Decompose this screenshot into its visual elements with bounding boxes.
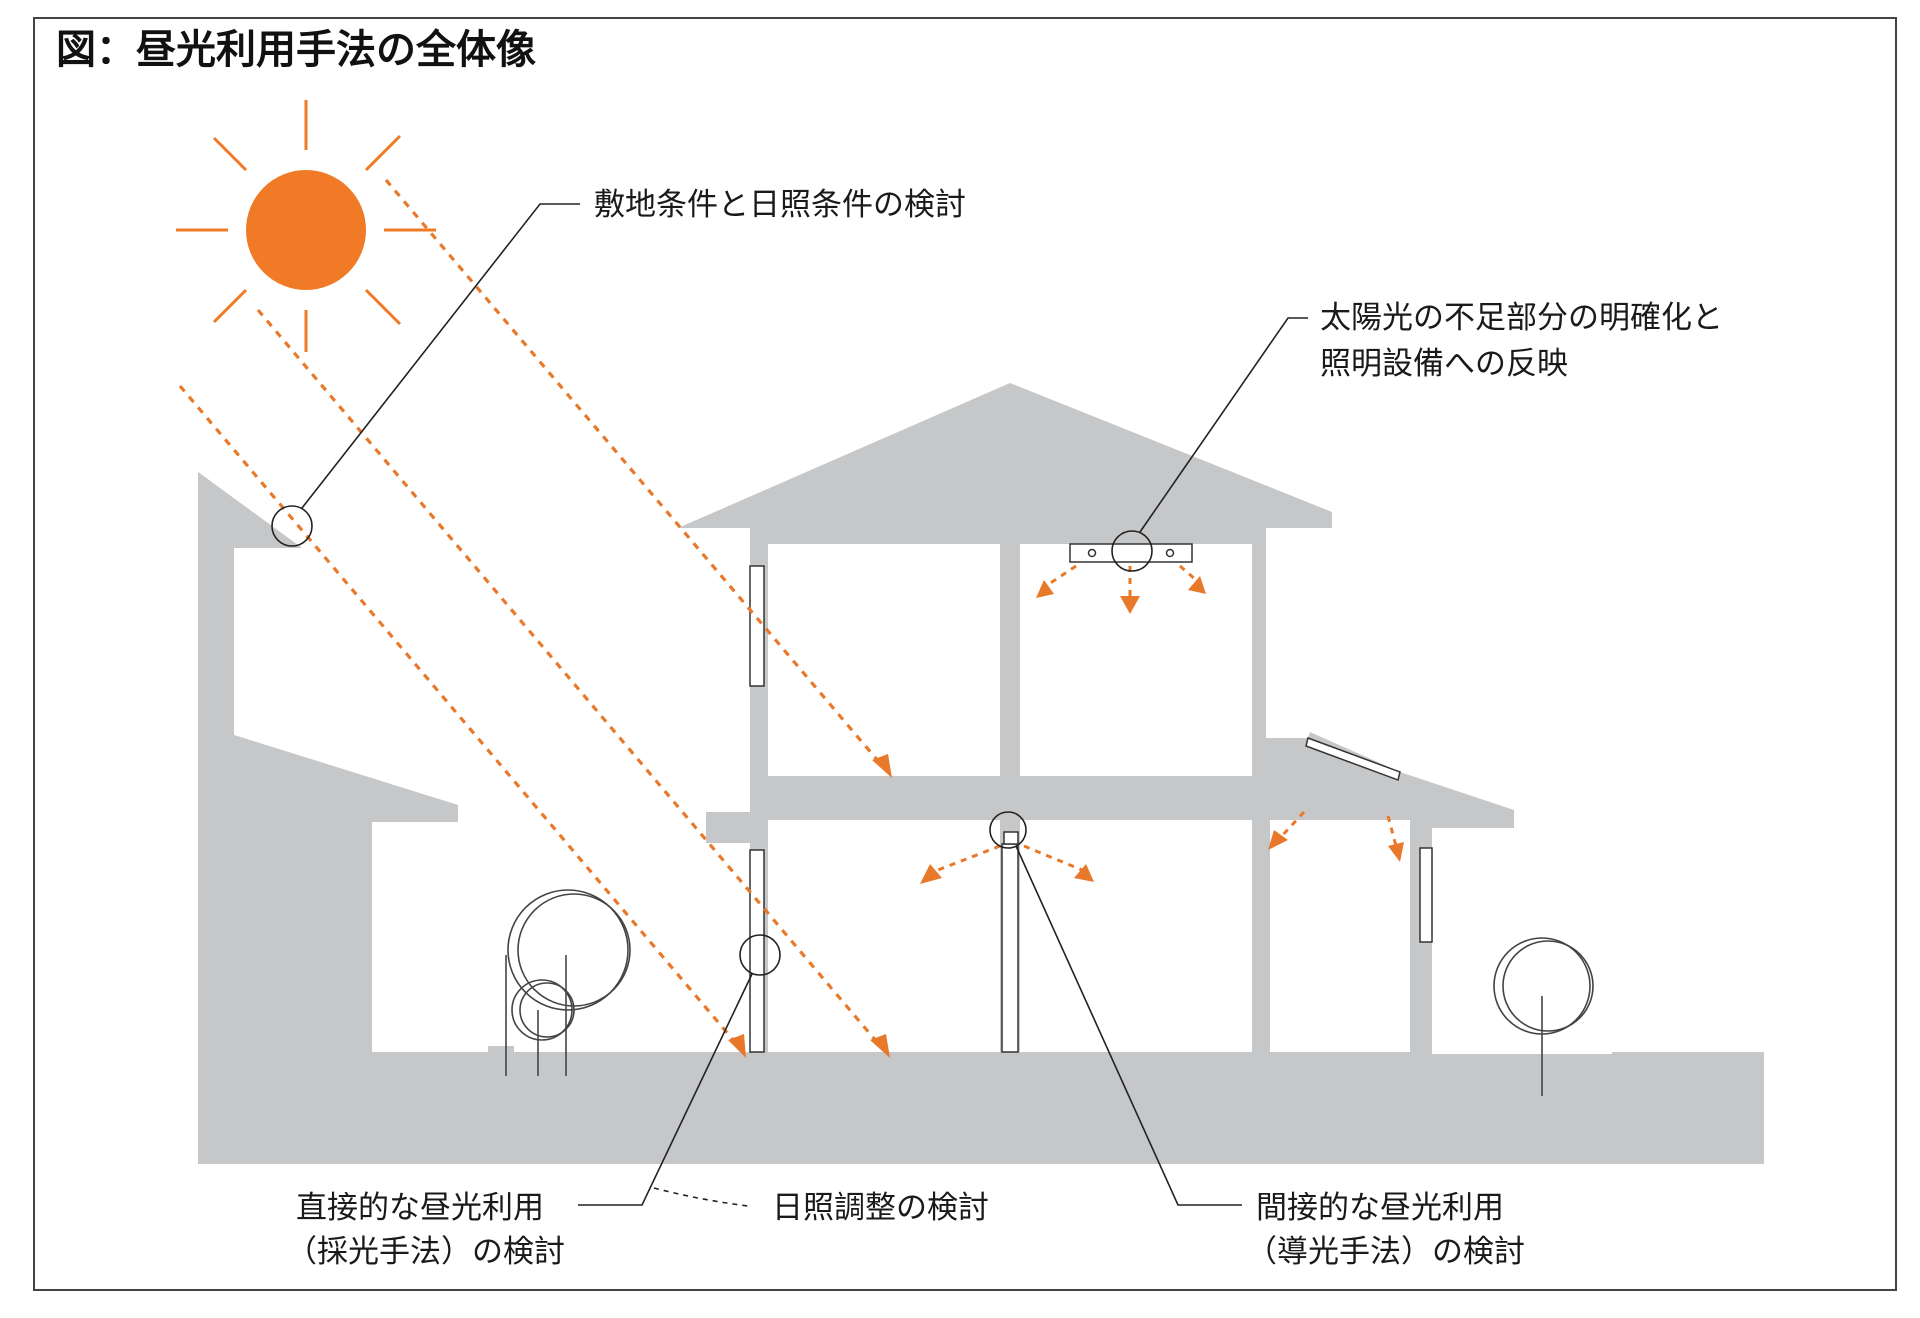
room-interiors — [768, 544, 1612, 1054]
leader-fixture — [1139, 317, 1308, 533]
room-2f-left — [768, 544, 1000, 776]
windows — [749, 565, 1433, 1053]
window-1f-left — [749, 849, 765, 1053]
ray-1 — [178, 384, 742, 1050]
sun-icon — [176, 100, 436, 352]
window-annex — [1419, 847, 1433, 943]
callout-column — [989, 811, 1027, 849]
figure-title: 図：昼光利用手法の全体像 — [56, 27, 536, 73]
label-indirect-2: （導光手法）の検討 — [1246, 1234, 1525, 1270]
callout-site — [271, 505, 313, 547]
room-annex — [1270, 820, 1410, 1052]
callouts — [271, 203, 1308, 1207]
label-indirect-1: 間接的な昼光利用 — [1256, 1190, 1504, 1226]
label-sunlight-shortfall-1: 太陽光の不足部分の明確化と — [1320, 300, 1723, 336]
label-direct-1: 直接的な昼光利用 — [296, 1190, 544, 1226]
leader-window — [578, 973, 753, 1206]
light-fixture — [1003, 543, 1193, 845]
sun-rays — [178, 178, 886, 1050]
callout-window — [739, 934, 781, 976]
label-site-conditions: 敷地条件と日照条件の検討 — [594, 187, 966, 223]
window-2f-left — [749, 565, 765, 687]
tree-small — [511, 979, 575, 1076]
right-yard — [1432, 828, 1612, 1054]
trees — [505, 889, 1594, 1096]
left-block-detail — [234, 548, 458, 805]
room-2f-right — [1020, 544, 1252, 776]
label-sunlight-shortfall-2: 照明設備への反映 — [1320, 346, 1568, 382]
interior-light-arrows — [937, 564, 1398, 872]
label-direct-2: （採光手法）の検討 — [286, 1234, 565, 1270]
leader-column — [1015, 845, 1242, 1206]
tree-right — [1493, 937, 1594, 1096]
leader-site — [301, 203, 580, 509]
diagram-frame — [33, 17, 1897, 1291]
room-1f-right — [1020, 820, 1252, 1052]
label-sun-adjustment: 日照調整の検討 — [772, 1190, 989, 1226]
skylight — [1305, 737, 1401, 781]
room-1f-left — [768, 820, 1000, 1052]
ray-3 — [384, 178, 886, 770]
callout-fixture — [1111, 530, 1153, 572]
interior-arrowheads — [920, 576, 1404, 884]
leader-sun-adjust — [653, 1187, 749, 1207]
column-1f-center — [1001, 843, 1019, 1053]
tree-large — [505, 889, 631, 1076]
ray-arrowheads — [728, 754, 892, 1058]
left-block — [198, 472, 752, 1072]
